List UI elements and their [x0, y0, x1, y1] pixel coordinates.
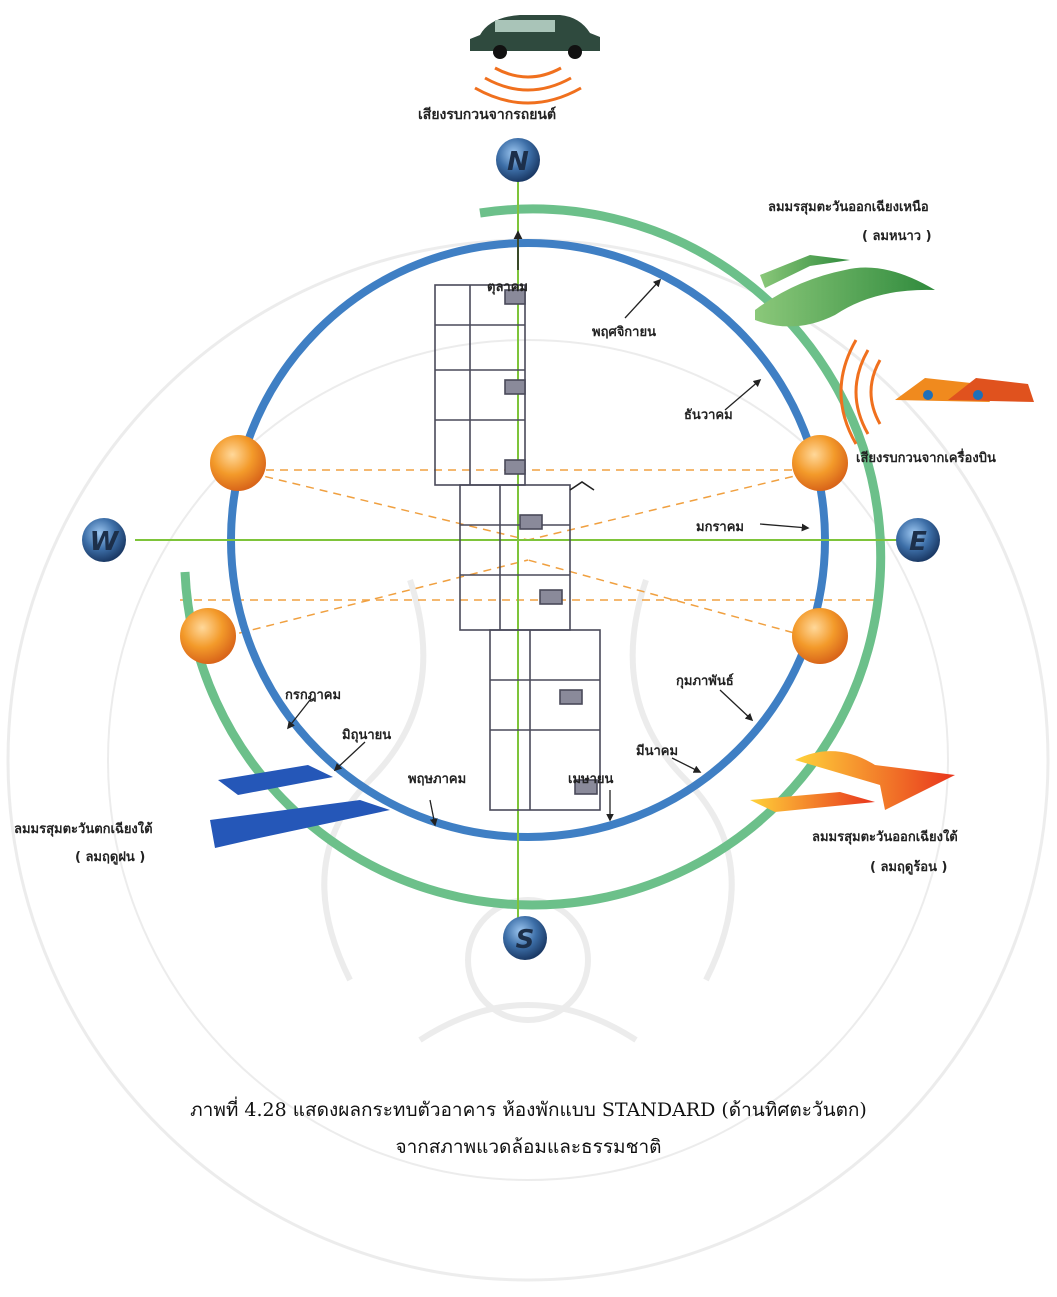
building-floor-plan	[434, 284, 601, 811]
month-label-march: มีนาคม	[636, 744, 679, 759]
sun-icon	[180, 608, 236, 664]
sun-icon	[792, 435, 848, 491]
hot-wind-arrow-icon	[750, 751, 955, 812]
car-noise-label: เสียงรบกวนจากรถยนต์	[418, 107, 557, 123]
sun-icon	[792, 608, 848, 664]
month-label-february: กุมภาพันธ์	[676, 674, 734, 689]
compass-east: E	[896, 518, 940, 562]
airplane-icon	[895, 378, 1034, 402]
se-monsoon-note: ( ลมฤดูร้อน )	[870, 860, 948, 875]
sun-icon	[210, 435, 266, 491]
ne-monsoon-note: ( ลมหนาว )	[862, 229, 932, 244]
sun-path-lines	[180, 469, 880, 641]
ne-monsoon-label: ลมมรสุมตะวันออกเฉียงเหนือ	[768, 200, 929, 215]
car-icon	[470, 15, 600, 59]
month-label-june: มิถุนายน	[342, 728, 392, 743]
month-label-december: ธันวาคม	[684, 408, 733, 423]
sw-monsoon-label: ลมมรสุมตะวันตกเฉียงใต้	[14, 822, 153, 837]
month-label-july: กรกฎาคม	[285, 688, 342, 703]
se-monsoon-label: ลมมรสุมตะวันออกเฉียงใต้	[812, 830, 958, 845]
cold-wind-arrow-icon	[755, 255, 935, 327]
figure-caption-line1: ภาพที่ 4.28 แสดงผลกระทบตัวอาคาร ห้องพักแ…	[190, 1099, 867, 1121]
figure-caption-line2: จากสภาพแวดล้อมและธรรมชาติ	[395, 1136, 662, 1158]
plane-noise-waves-icon	[839, 339, 882, 445]
month-label-january: มกราคม	[696, 520, 744, 535]
rain-wind-arrow-icon	[210, 765, 390, 848]
month-label-may: พฤษภาคม	[408, 772, 467, 787]
compass-letter-s: S	[516, 925, 535, 955]
month-label-november: พฤศจิกายน	[592, 325, 656, 340]
sw-monsoon-note: ( ลมฤดูฝน )	[75, 850, 146, 865]
compass-letter-w: W	[90, 527, 120, 557]
compass-south: S	[503, 916, 547, 960]
compass-letter-e: E	[909, 527, 927, 557]
month-leader-arrows	[287, 278, 810, 827]
compass-west: W	[82, 518, 126, 562]
plane-noise-label: เสียงรบกวนจากเครื่องบิน	[856, 451, 996, 466]
month-label-april: เมษายน	[568, 772, 614, 787]
car-noise-waves-icon	[474, 66, 582, 105]
compass-north: N	[496, 138, 540, 182]
month-label-october: ตุลาคม	[487, 280, 528, 295]
compass-letter-n: N	[507, 147, 529, 177]
